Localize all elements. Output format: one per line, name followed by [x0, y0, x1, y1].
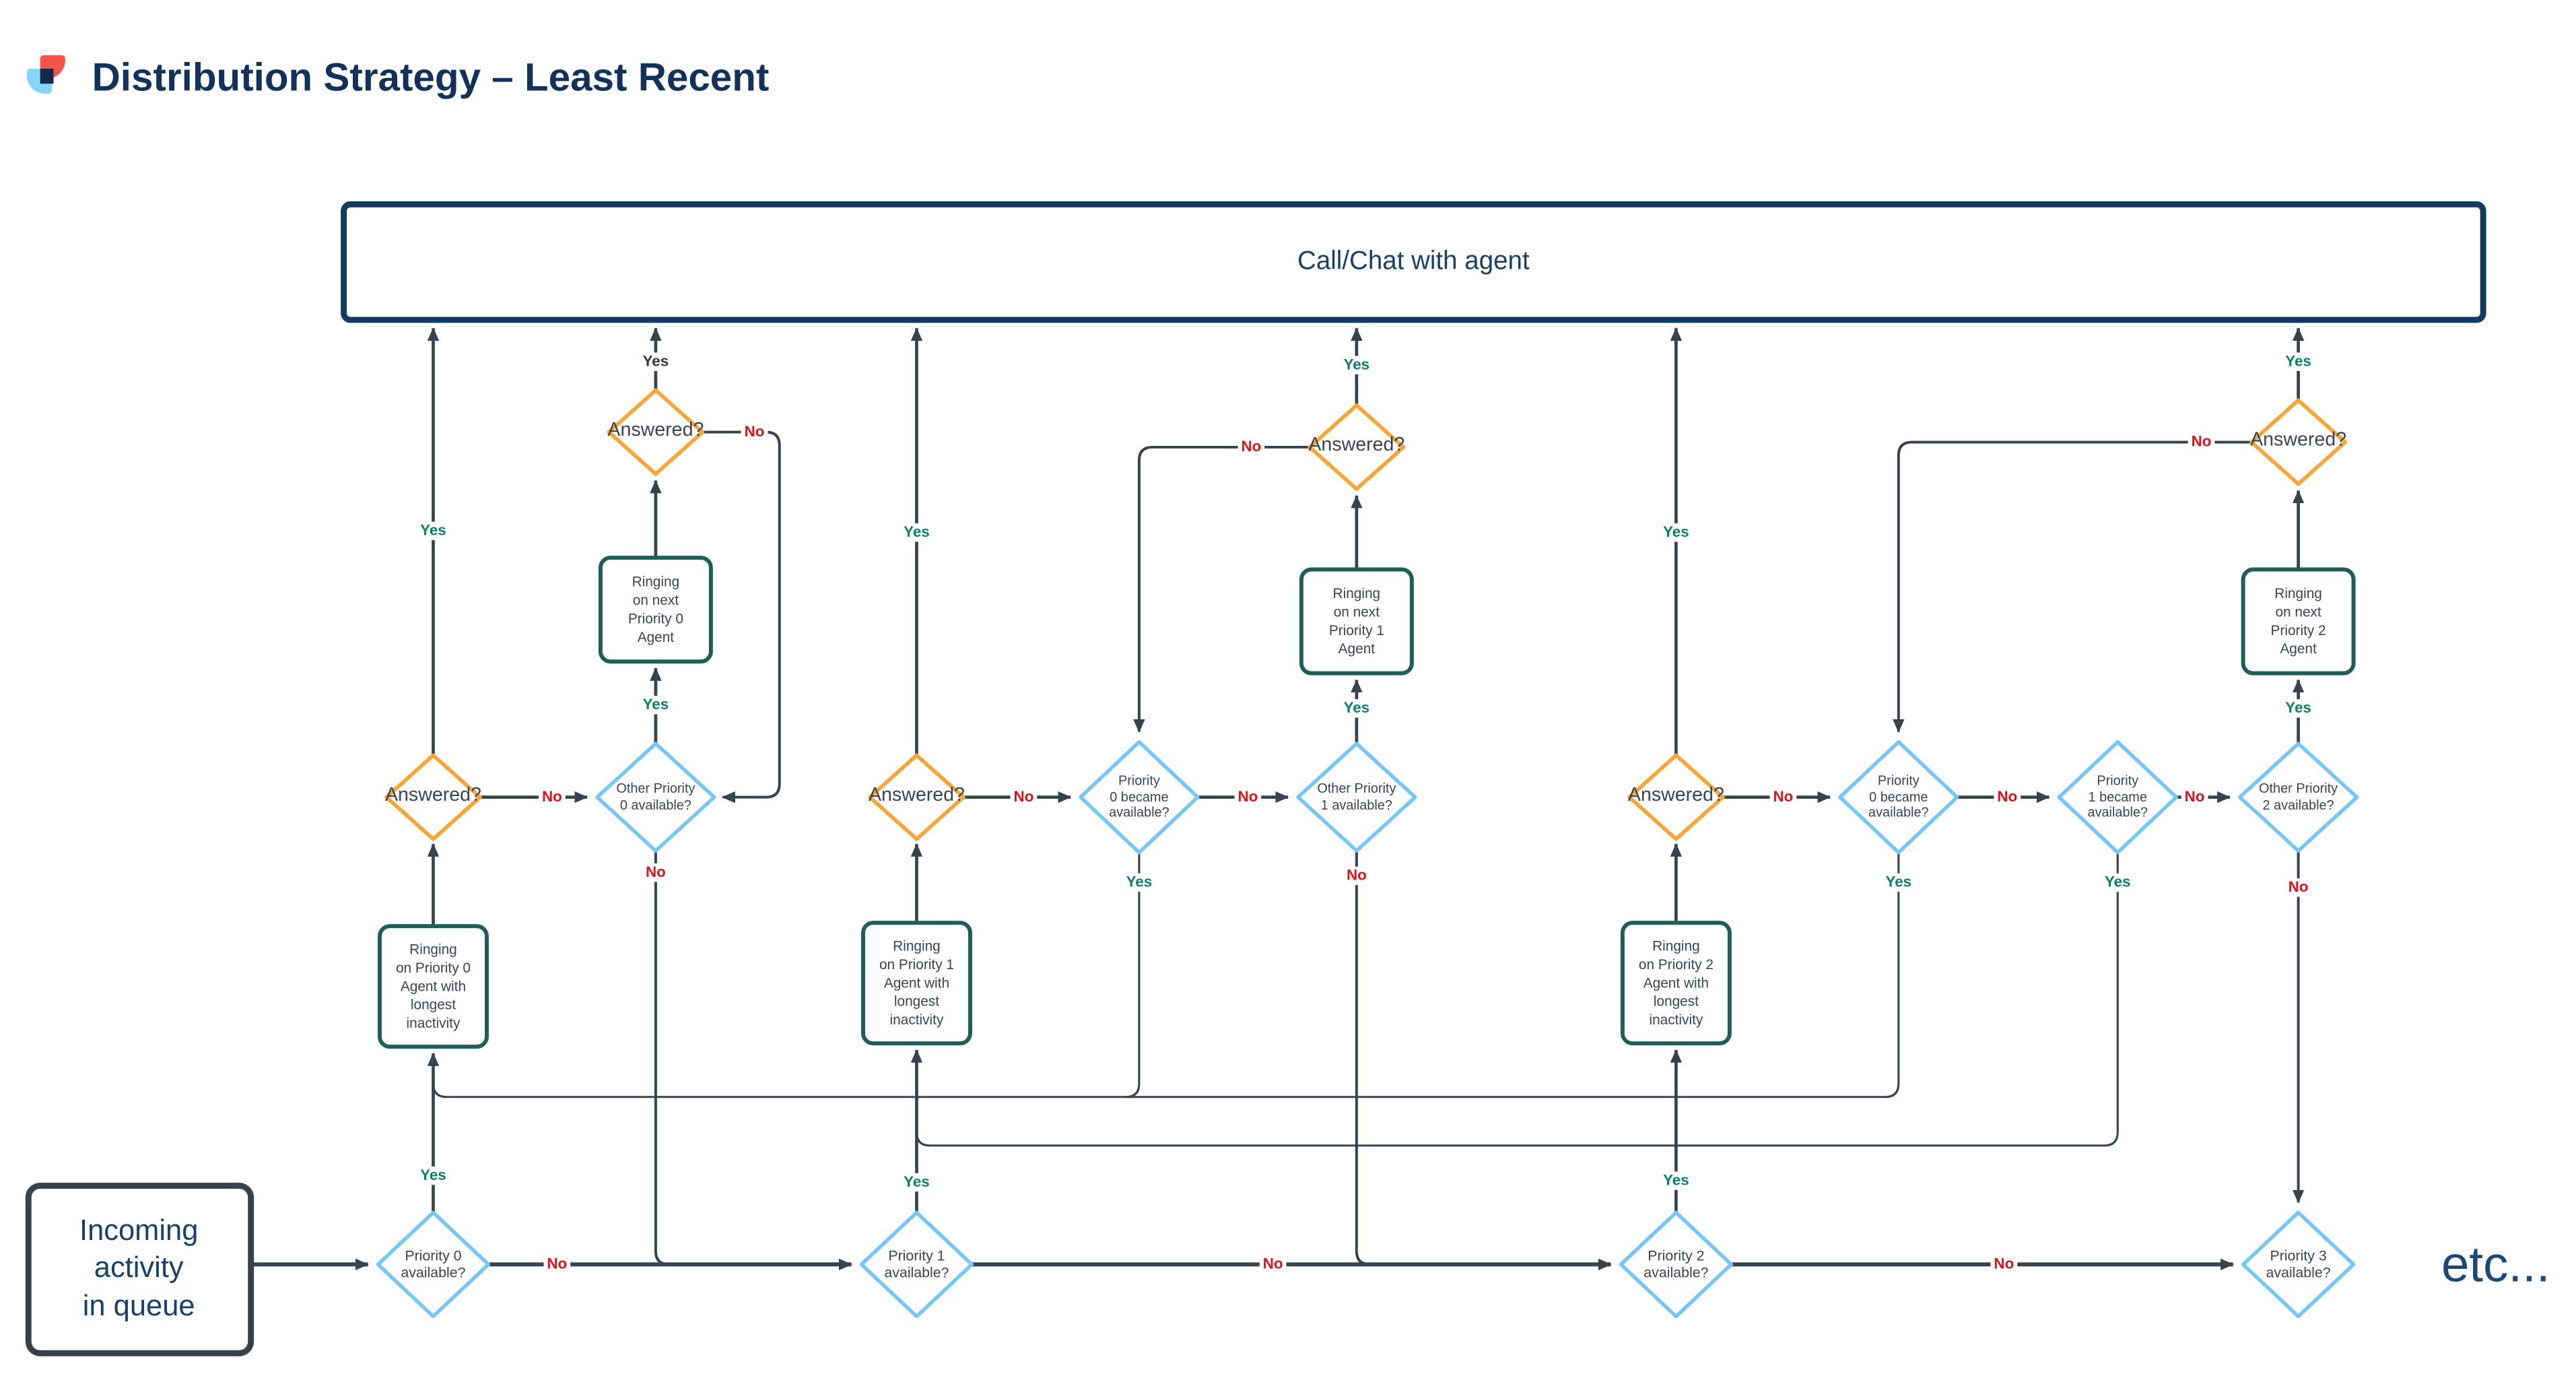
no-label: No	[642, 863, 669, 882]
call-chat-label: Call/Chat with agent	[1297, 247, 1530, 276]
yes-label: Yes	[1122, 873, 1156, 892]
header: Distribution Strategy – Least Recent	[0, 0, 2576, 117]
no-label: No	[2181, 787, 2208, 807]
etc-label: etc...	[2441, 1237, 2550, 1293]
node-other-priority0-available	[595, 742, 716, 853]
no-label: No	[1769, 787, 1797, 807]
no-label: No	[1234, 787, 1262, 807]
node-answered-p2-top	[2249, 398, 2348, 486]
node-ringing-longest-p1	[860, 921, 972, 1046]
no-label: No	[1343, 866, 1370, 886]
yes-label: Yes	[900, 523, 933, 542]
yes-label: Yes	[2282, 352, 2315, 371]
p2-available-label: Priority 2 available?	[1643, 1247, 1709, 1282]
yes-label: Yes	[1340, 356, 1374, 374]
node-ringing-next-p0	[598, 556, 713, 664]
yes-label-dark: Yes	[639, 352, 673, 371]
no-label: No	[741, 422, 768, 442]
node-ringing-longest-p2	[1620, 921, 1732, 1046]
no-label: No	[1259, 1255, 1287, 1274]
node-priority0-became-available-g2	[1079, 740, 1200, 855]
p1-available-label: Priority 1 available?	[884, 1247, 949, 1282]
yes-label: Yes	[1882, 873, 1916, 892]
no-label: No	[2188, 432, 2215, 452]
p0-became-g2-label: Priority 0 became available?	[1109, 773, 1170, 820]
edge-otherp0-no-merge	[654, 851, 669, 1266]
node-priority3-available	[2241, 1210, 2356, 1319]
node-other-priority1-available	[1296, 742, 1417, 853]
no-label: No	[2284, 878, 2312, 897]
no-label: No	[538, 787, 566, 807]
no-label: No	[543, 1255, 571, 1274]
no-label: No	[1010, 787, 1038, 807]
node-answered-p2-mid	[1627, 753, 1725, 841]
node-answered-p1-mid	[868, 753, 965, 841]
no-label: No	[1990, 1255, 2018, 1274]
node-call-chat	[341, 201, 2486, 323]
no-label: No	[1238, 438, 1265, 457]
ringing-longest-p0-label: Ringing on Priority 0 Agent with longest…	[395, 940, 471, 1031]
other-p0-label: Other Priority 0 available?	[616, 781, 696, 813]
answered-p2-top-label: Answered?	[2250, 430, 2347, 451]
edge-otherp1-no-merge	[1355, 851, 1370, 1266]
answered-p0-mid-label: Answered?	[384, 785, 481, 806]
yes-label: Yes	[2101, 873, 2134, 892]
node-answered-p0-mid	[384, 753, 482, 841]
ringing-longest-p1-label: Ringing on Priority 1 Agent with longest…	[879, 937, 954, 1028]
node-other-priority2-available	[2237, 742, 2359, 853]
node-priority2-available	[1619, 1210, 1734, 1319]
node-priority0-available	[376, 1210, 491, 1319]
yes-label: Yes	[1340, 699, 1374, 718]
node-incoming-activity	[25, 1183, 255, 1356]
node-answered-p1-top	[1308, 403, 1406, 491]
logo-icon-navy	[39, 68, 54, 84]
ringing-next-p0-label: Ringing on next Priority 0 Agent	[628, 572, 683, 645]
node-priority1-available	[859, 1210, 974, 1319]
other-p2-label: Other Priority 2 available?	[2259, 781, 2338, 813]
yes-label: Yes	[417, 521, 450, 540]
node-ringing-next-p2	[2241, 567, 2356, 676]
yes-label: Yes	[900, 1173, 933, 1192]
edge-feedback-p0-became-join	[1125, 852, 1141, 1098]
incoming-label: Incoming activity in queue	[79, 1213, 199, 1322]
p0-available-label: Priority 0 available?	[401, 1247, 466, 1282]
no-label: No	[1994, 787, 2021, 807]
ringing-longest-p2-label: Ringing on Priority 2 Agent with longest…	[1638, 937, 1714, 1028]
ringing-next-p1-label: Ringing on next Priority 1 Agent	[1328, 585, 1384, 657]
node-answered-p0-top	[607, 388, 705, 476]
ringing-next-p2-label: Ringing on next Priority 2 Agent	[2270, 585, 2326, 657]
yes-label: Yes	[417, 1166, 450, 1185]
answered-p2-mid-label: Answered?	[1627, 785, 1724, 806]
answered-p0-top-label: Answered?	[607, 420, 704, 441]
node-ringing-longest-p0	[377, 924, 489, 1049]
p3-available-label: Priority 3 available?	[2266, 1247, 2331, 1282]
yes-label: Yes	[639, 696, 673, 715]
node-ringing-next-p1	[1299, 567, 1414, 676]
p0-became-g3-label: Priority 0 became available?	[1868, 773, 1929, 820]
answered-p1-mid-label: Answered?	[868, 785, 965, 806]
edge-answered-p0top-no	[702, 430, 781, 803]
other-p1-label: Other Priority 1 available?	[1317, 781, 1396, 813]
answered-p1-top-label: Answered?	[1308, 435, 1405, 456]
yes-label: Yes	[1660, 523, 1693, 542]
page-title: Distribution Strategy – Least Recent	[92, 55, 770, 99]
edge-feedback-p1-became	[915, 852, 2119, 1147]
yes-label: Yes	[2282, 699, 2315, 718]
p1-became-label: Priority 1 became available?	[2087, 773, 2148, 820]
edge-feedback-p0-became	[432, 852, 1900, 1098]
edge-answered-p2top-no	[1893, 440, 2252, 733]
edge-answered-p1top-no	[1133, 445, 1310, 733]
yes-label: Yes	[1660, 1171, 1693, 1190]
node-priority1-became-available	[2057, 740, 2178, 855]
node-priority0-became-available-g3	[1838, 740, 1959, 855]
